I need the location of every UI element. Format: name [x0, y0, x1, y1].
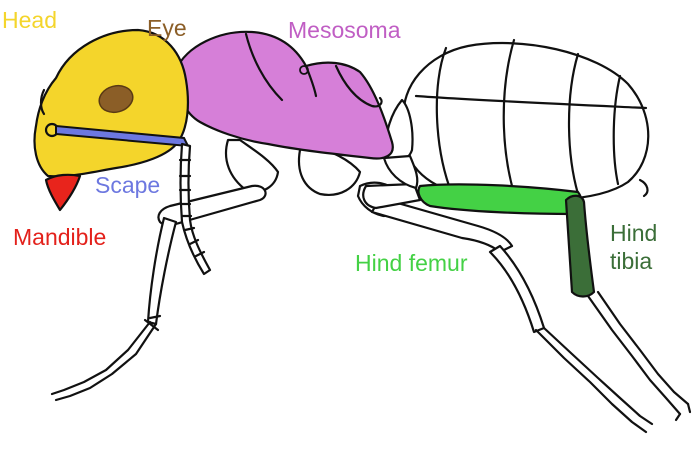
petiole-base — [384, 156, 417, 188]
middle-tibia — [490, 246, 544, 332]
front-tarsus — [52, 322, 150, 394]
label-hind-tibia-line1: Hind — [610, 219, 657, 247]
label-eye: Eye — [147, 15, 187, 41]
front-tibia — [148, 218, 176, 324]
hind-tarsus-line — [588, 296, 680, 414]
front-leg — [52, 140, 278, 400]
label-mandible: Mandible — [13, 224, 106, 250]
label-hind-femur: Hind femur — [355, 250, 467, 276]
mandible — [46, 175, 80, 210]
front-tarsus-2 — [56, 324, 156, 400]
front-coxa — [226, 140, 278, 192]
label-mesosoma: Mesosoma — [288, 17, 400, 43]
mesosoma-body — [176, 32, 393, 159]
hind-femur — [418, 184, 581, 214]
label-hind-tibia-line2: tibia — [610, 247, 657, 275]
gaster — [404, 40, 649, 200]
label-head: Head — [2, 7, 57, 33]
label-hind-tibia: Hind tibia — [610, 219, 657, 275]
front-femur — [158, 186, 265, 225]
label-scape: Scape — [95, 172, 160, 198]
hind-tibia — [566, 196, 594, 297]
mesosoma — [176, 32, 393, 159]
middle-tarsus — [536, 330, 646, 432]
